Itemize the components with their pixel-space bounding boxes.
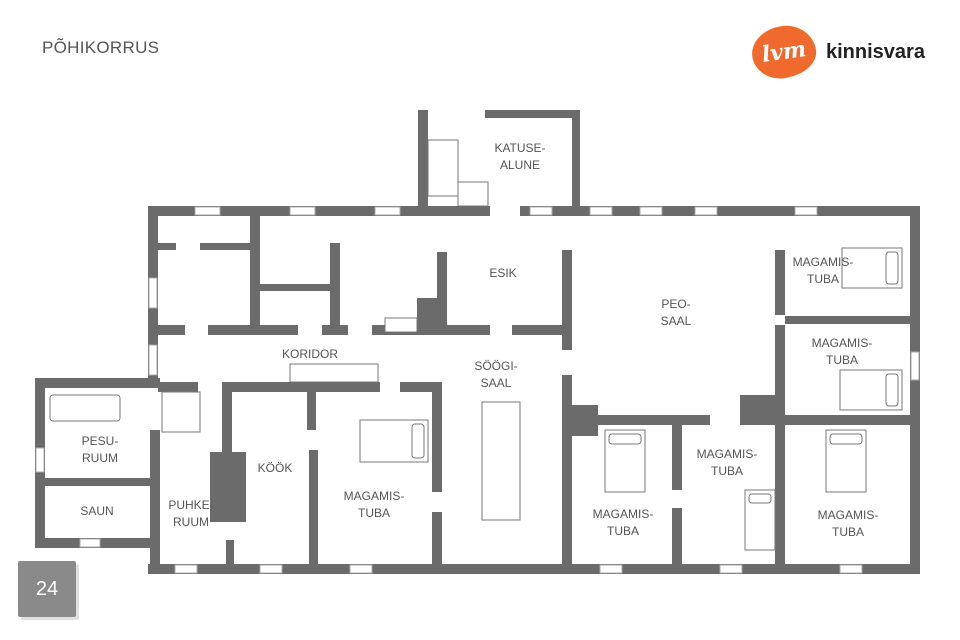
room-katusealune: KATUSE- ALUNE xyxy=(494,141,546,172)
dining-table xyxy=(481,401,521,521)
room-saun: SAUN xyxy=(80,504,114,518)
logo-brand-text: kinnisvara xyxy=(826,40,925,63)
room-magamistuba-6: MAGAMIS- TUBA xyxy=(817,508,879,539)
page-number: 24 xyxy=(18,561,76,617)
room-pesuruum: PESU- RUUM xyxy=(81,434,119,465)
room-magamistuba-1: MAGAMIS- TUBA xyxy=(343,489,405,520)
room-puhkeruum: PUHKE- RUUM xyxy=(168,498,214,529)
room-peosaal: PEO- SAAL xyxy=(660,297,692,328)
windows xyxy=(35,206,920,574)
lvm-kinnisvara-logo: lvm kinnisvara xyxy=(748,21,925,83)
room-magamistuba-3: MAGAMIS- TUBA xyxy=(811,336,873,367)
room-koridor: KORIDOR xyxy=(281,347,339,361)
bathtub xyxy=(49,394,121,422)
room-magamistuba-4: MAGAMIS- TUBA xyxy=(696,447,758,478)
floor-title: PÕHIKORRUS xyxy=(42,38,160,57)
stairs xyxy=(161,139,489,433)
room-kook: KÖÖK xyxy=(257,461,293,475)
room-magamistuba-2: MAGAMIS- TUBA xyxy=(792,255,854,286)
furniture xyxy=(49,247,903,551)
room-soogisaal: SÖÖGI- SAAL xyxy=(474,359,518,390)
room-esik: ESIK xyxy=(489,266,517,280)
room-magamistuba-5: MAGAMIS- TUBA xyxy=(592,507,654,538)
